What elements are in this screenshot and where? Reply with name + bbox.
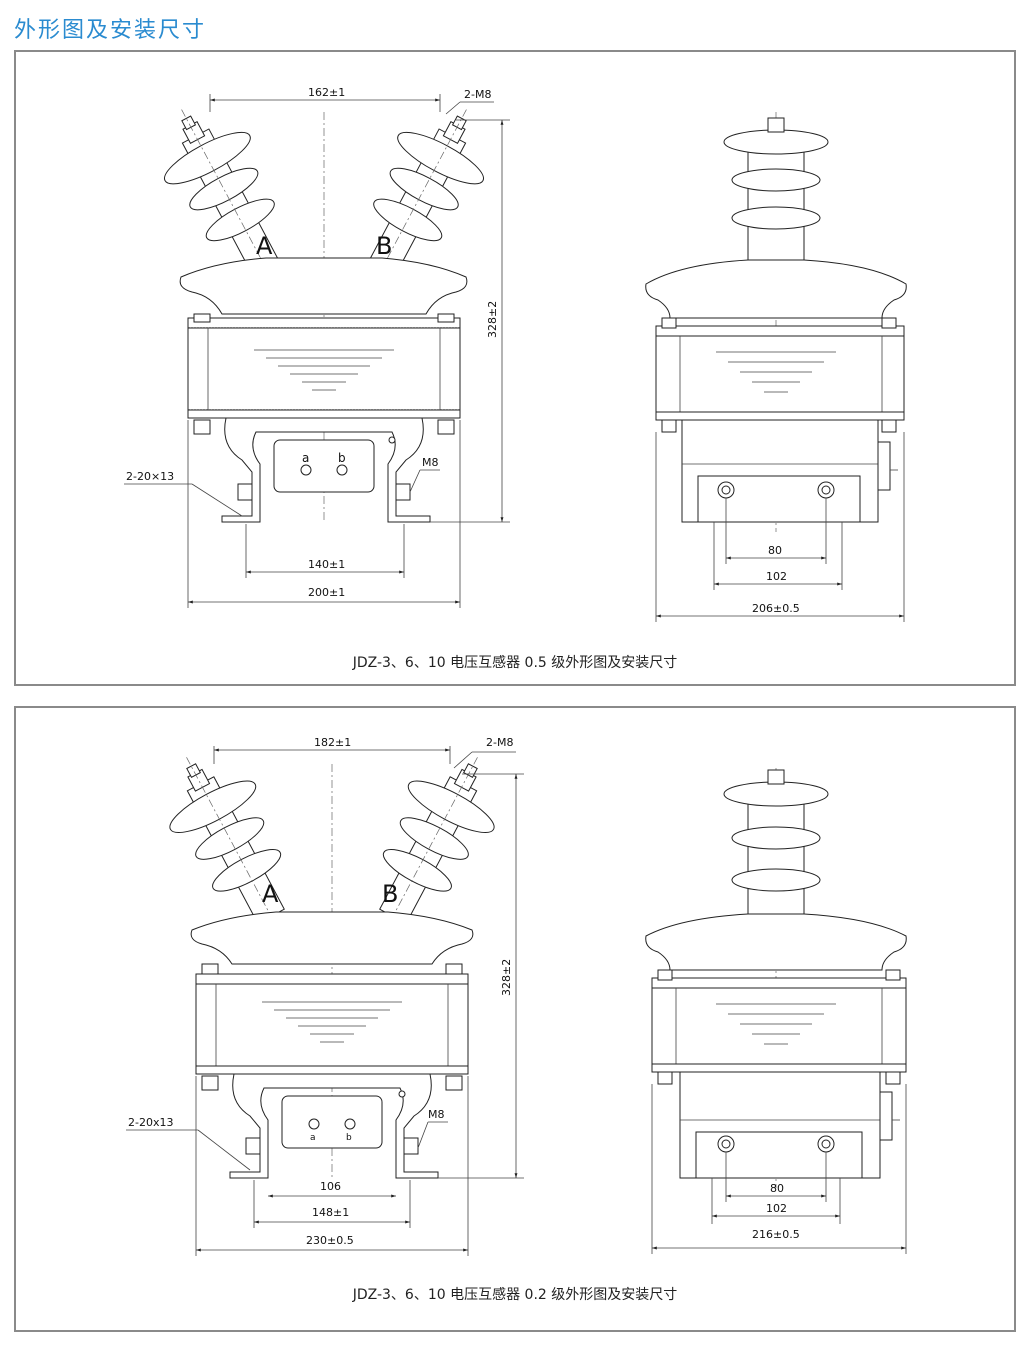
caption-0.2-class: JDZ-3、6、10 电压互感器 0.2 级外形图及安装尺寸 <box>352 1287 678 1303</box>
label-mounting-slot: 2-20×13 <box>126 470 174 483</box>
side-dim-inner: 80 <box>768 544 782 557</box>
label-mounting-slot: 2-20x13 <box>128 1116 173 1129</box>
bottom-flange <box>195 1065 469 1075</box>
side-dim-outer: 206±0.5 <box>752 602 800 615</box>
side-insulator <box>747 137 805 261</box>
phase-b-label: B <box>376 232 392 260</box>
terminal-b-screw <box>344 1118 356 1130</box>
dim-outer-width: 200±1 <box>308 586 345 599</box>
dim-inner-spacing: 148±1 <box>312 1206 349 1219</box>
side-top-flange <box>651 977 907 989</box>
terminal-a-label: a <box>310 1133 316 1143</box>
bottom-flange <box>187 409 461 419</box>
transformer-body <box>195 983 469 1067</box>
label-bolt-side: M8 <box>428 1108 445 1121</box>
phase-a-label: A <box>256 232 273 260</box>
front-view: A B a b 182±1 2-M8 328±2 2-20x13 M8 106 … <box>126 736 524 1256</box>
dim-top-spacing: 162±1 <box>308 86 345 99</box>
secondary-terminal-box <box>281 1095 383 1149</box>
base-bracket <box>221 417 431 523</box>
phase-b-label: B <box>382 880 398 908</box>
side-insulator <box>747 787 805 915</box>
side-dim-outer: 216±0.5 <box>752 1228 800 1241</box>
bushing-b <box>367 109 484 277</box>
top-bolts <box>201 963 463 975</box>
technical-drawing-0.5-class: A B a b 162±1 2-M8 328±2 2-20×13 M8 140±… <box>124 86 907 622</box>
top-flange <box>187 317 461 329</box>
side-bolt-left <box>237 483 253 501</box>
dim-outer-width: 230±0.5 <box>306 1234 354 1247</box>
page-title: 外形图及安装尺寸 <box>14 18 207 43</box>
front-view: A B a b 162±1 2-M8 328±2 2-20×13 M8 140±… <box>124 86 510 608</box>
side-dim-mid: 102 <box>766 570 787 583</box>
side-top-flange <box>655 325 905 337</box>
terminal-b-screw <box>336 464 348 476</box>
dim-base-spacing: 106 <box>320 1180 341 1193</box>
label-bolt-top: 2-M8 <box>486 736 513 749</box>
side-dim-mid: 102 <box>766 1202 787 1215</box>
terminal-b-label: b <box>338 451 346 465</box>
transformer-body <box>187 327 461 411</box>
label-bolt-top: 2-M8 <box>464 88 491 101</box>
terminal-a-screw <box>300 464 312 476</box>
side-shed <box>645 913 907 971</box>
caption-0.5-class: JDZ-3、6、10 电压互感器 0.5 级外形图及安装尺寸 <box>352 655 678 671</box>
side-bolt-left <box>245 1137 261 1155</box>
terminal-b-label: b <box>346 1133 352 1143</box>
drawing-panel-0.5-class: A B a b 162±1 2-M8 328±2 2-20×13 M8 140±… <box>14 50 1016 686</box>
bushing-a <box>169 757 285 924</box>
drawing-panel-0.2-class: A B a b 182±1 2-M8 328±2 2-20x13 M8 106 … <box>14 706 1016 1332</box>
phase-a-label: A <box>262 880 279 908</box>
secondary-terminal-box <box>273 439 375 493</box>
dim-top-spacing: 182±1 <box>314 736 351 749</box>
top-bolts <box>193 313 455 323</box>
base-bracket <box>229 1073 439 1179</box>
top-shed <box>179 257 468 315</box>
side-view: 80 102 216±0.5 <box>645 768 907 1254</box>
dim-inner-spacing: 140±1 <box>308 558 345 571</box>
bushing-b <box>379 757 495 924</box>
terminal-a-label: a <box>302 451 309 465</box>
label-bolt-side: M8 <box>422 456 439 469</box>
top-shed <box>190 911 474 965</box>
side-dim-inner: 80 <box>770 1182 784 1195</box>
side-view: 80 102 206±0.5 <box>645 112 907 622</box>
dim-height: 328±2 <box>486 301 499 338</box>
terminal-a-screw <box>308 1118 320 1130</box>
technical-drawing-0.2-class: A B a b 182±1 2-M8 328±2 2-20x13 M8 106 … <box>126 736 907 1256</box>
side-bolt-right <box>395 483 411 501</box>
top-flange <box>195 973 469 985</box>
bushing-a <box>164 109 281 277</box>
side-shed <box>645 259 907 319</box>
dim-height: 328±2 <box>500 959 513 996</box>
side-bolt-right <box>403 1137 419 1155</box>
